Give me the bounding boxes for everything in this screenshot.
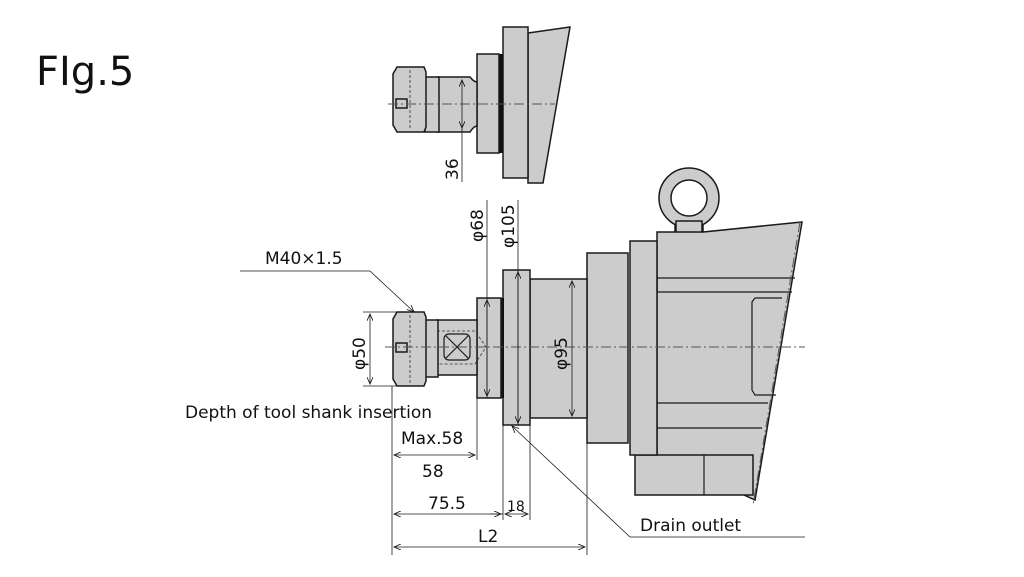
collet-nut [392, 311, 427, 387]
housing-collar [586, 252, 629, 444]
drain-leader [512, 426, 805, 538]
dia-105-label: φ105 [499, 204, 519, 248]
body-dia95 [529, 278, 588, 419]
flange-dia68 [476, 297, 502, 399]
figure-title: FIg.5 [36, 49, 134, 95]
drain-outlet-label: Drain outlet [640, 516, 741, 536]
top-flange-large [502, 26, 529, 179]
dia-68-label: φ68 [468, 209, 488, 242]
dim-l2-label: L2 [478, 527, 498, 547]
housing-plate [629, 240, 658, 456]
top-collet-nut [392, 66, 427, 133]
eye-bolt-hole [670, 179, 708, 217]
max-58-label: Max.58 [401, 429, 463, 449]
insertion-depth-label: Depth of tool shank insertion [185, 403, 432, 423]
break-line [752, 221, 801, 506]
eye-bolt-base [675, 220, 703, 233]
thread-leader [240, 270, 414, 312]
dim-18-label: 18 [507, 499, 525, 515]
nut-body [424, 319, 439, 378]
dim-58-label: 58 [422, 462, 444, 482]
dia-95-label: φ95 [552, 337, 572, 370]
top-view: 36 [388, 26, 571, 184]
dim-36-label: 36 [443, 158, 463, 180]
main-view: φ68 φ105 φ95 φ50 M40×1.5 Depth of tool s… [185, 167, 805, 555]
housing-foot [634, 454, 754, 496]
top-housing [527, 26, 571, 184]
dia-50-label: φ50 [350, 337, 370, 370]
thread-label: M40×1.5 [265, 249, 343, 269]
dim-75-5-label: 75.5 [428, 494, 466, 514]
seal-ring [501, 298, 504, 398]
